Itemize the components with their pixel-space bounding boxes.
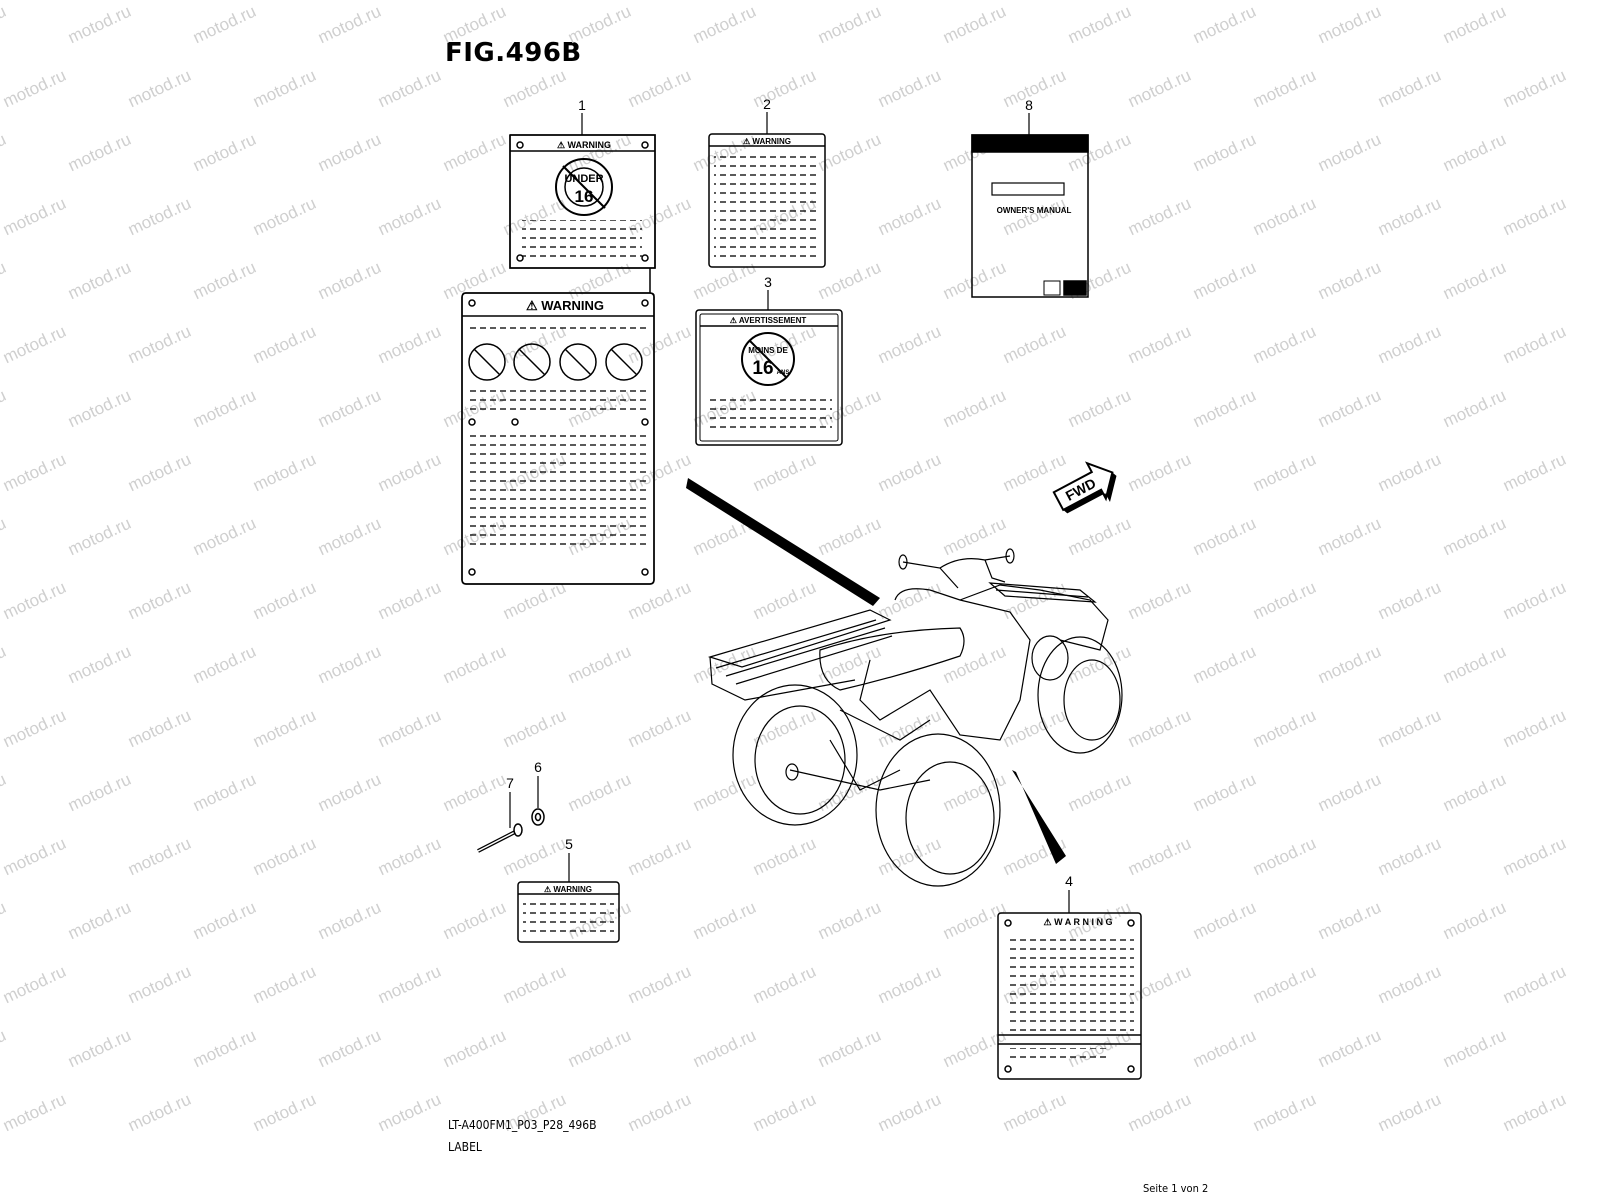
owners-manual-title: OWNER'S MANUAL: [997, 206, 1072, 215]
callout-3: 3: [764, 274, 772, 290]
atv-illustration: [707, 548, 1123, 887]
leader-wedge-label-1: [686, 478, 880, 606]
label-1-badge-age: 16: [575, 187, 594, 206]
callout-6: 6: [534, 759, 542, 775]
label-4-header: ⚠ W A R N I N G: [1044, 917, 1113, 927]
figure-code: LT-A400FM1_P03_P28_496B: [448, 1118, 597, 1132]
figure-caption: LABEL: [448, 1140, 482, 1154]
leader-wedge-label-4: [1012, 770, 1066, 864]
callout-4: 4: [1065, 873, 1073, 889]
label-1-top-header: ⚠ WARNING: [557, 140, 611, 150]
label-3: [695, 309, 843, 446]
label-1-badge-under: UNDER: [564, 173, 603, 185]
callout-numbers: 1 2 3 4 5 6 7 8: [506, 96, 1073, 889]
callout-2: 2: [763, 96, 771, 112]
label-3-badge-unit: ANS: [777, 370, 790, 376]
fwd-arrow: FWD: [1052, 461, 1117, 514]
label-2-header: ⚠ WARNING: [743, 137, 791, 146]
callout-8: 8: [1025, 97, 1033, 113]
label-3-badge-line1: MOINS DE: [748, 346, 788, 355]
rivet: [477, 823, 523, 853]
callout-1: 1: [578, 97, 586, 113]
label-1-bottom-header: ⚠ WARNING: [526, 298, 604, 313]
label-3-header: ⚠ AVERTISSEMENT: [730, 316, 807, 325]
label-3-badge-age: 16: [752, 358, 773, 379]
figure-title: FIG.496B: [445, 38, 582, 68]
page-indicator: Seite 1 von 2: [1143, 1182, 1209, 1195]
callout-leaders: [509, 112, 1070, 913]
callout-5: 5: [565, 836, 573, 852]
label-4: [997, 912, 1142, 1080]
label-2: [708, 133, 826, 268]
label-5-header: ⚠ WARNING: [544, 885, 592, 894]
callout-7: 7: [506, 775, 514, 791]
owners-manual-booklet: [971, 134, 1089, 298]
washer: [531, 808, 545, 826]
label-1: [461, 134, 656, 585]
